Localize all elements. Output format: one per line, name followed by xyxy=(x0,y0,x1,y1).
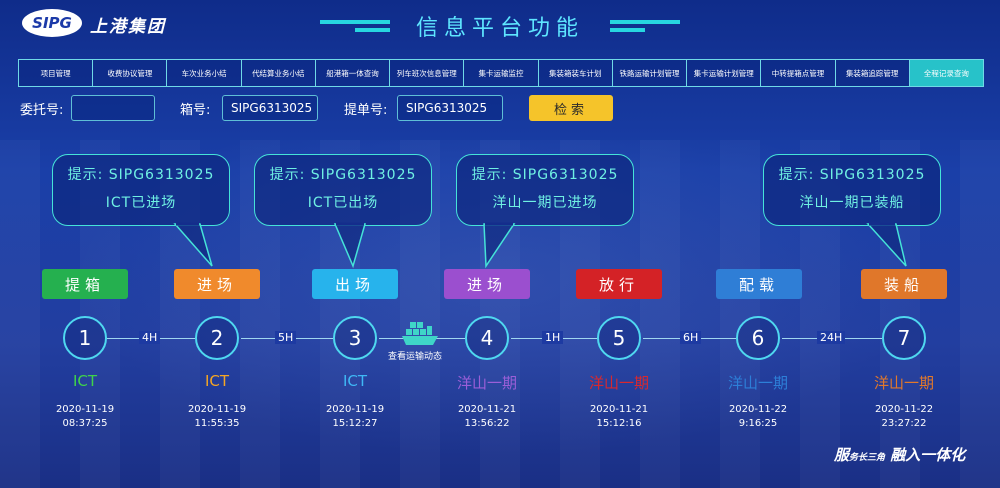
bill-number-input[interactable]: SIPG6313025 xyxy=(397,95,503,121)
tip-status: 洋山一期已装船 xyxy=(799,195,905,211)
step-timestamp: 2020-11-19 11:55:35 xyxy=(157,403,277,431)
tip-bubble: 提示: SIPG6313025 ICT已出场 xyxy=(254,154,432,226)
step-date: 2020-11-22 xyxy=(728,404,788,415)
nav-item-project[interactable]: 项目管理 xyxy=(19,60,94,86)
sipg-logo: SIPG xyxy=(22,9,82,37)
step-circle[interactable]: 5 xyxy=(597,316,641,360)
tip-line: 提示: SIPG6313025 xyxy=(67,167,215,183)
logo-abbr: SIPG xyxy=(32,14,72,32)
nav-item-train-schedule[interactable]: 列车班次信息管理 xyxy=(390,60,465,86)
step-time: 9:16:25 xyxy=(738,418,778,429)
step-location: 洋山一期 xyxy=(588,374,649,392)
entrust-label: 委托号: xyxy=(20,103,64,118)
nav-item-truck-monitor[interactable]: 集卡运输监控 xyxy=(464,60,539,86)
slogan: 服务长三角 融入一体化 xyxy=(834,444,965,465)
stage-gate-in[interactable]: 进场 xyxy=(174,269,260,299)
tip-bubble: 提示: SIPG6313025 洋山一期已装船 xyxy=(763,154,941,226)
step-timestamp: 2020-11-19 08:37:25 xyxy=(25,403,145,431)
step-date: 2020-11-19 xyxy=(55,404,115,415)
step-location: ICT xyxy=(342,372,368,390)
nav-item-settlement-summary[interactable]: 代结算业务小结 xyxy=(242,60,316,86)
step-circle[interactable]: 6 xyxy=(736,316,780,360)
nav-item-ship-port-query[interactable]: 船港箱一体查询 xyxy=(316,60,391,86)
ship-icon[interactable] xyxy=(402,320,438,346)
title-decoration-left xyxy=(320,20,390,32)
stage-pickup[interactable]: 提箱 xyxy=(42,269,128,299)
step-time: 23:27:22 xyxy=(881,418,927,429)
slogan-part: 融入一体化 xyxy=(890,446,966,464)
stage-stowage[interactable]: 配载 xyxy=(716,269,802,299)
tip-status: ICT已出场 xyxy=(307,195,379,211)
step-date: 2020-11-19 xyxy=(187,404,247,415)
tip-status: ICT已进场 xyxy=(105,195,177,211)
slogan-part: 务长三角 xyxy=(849,453,886,463)
tip-line: 提示: SIPG6313025 xyxy=(778,167,926,183)
nav-item-rail-plan[interactable]: 铁路运输计划管理 xyxy=(613,60,688,86)
slogan-part: 服 xyxy=(834,446,850,464)
step-time: 15:12:27 xyxy=(332,418,378,429)
nav-item-truck-plan[interactable]: 集卡运输计划管理 xyxy=(687,60,762,86)
duration-label: 5H xyxy=(275,331,297,344)
tip-line: 提示: SIPG6313025 xyxy=(269,167,417,183)
nav-item-fee-agreement[interactable]: 收费协议管理 xyxy=(93,60,168,86)
tip-bubble: 提示: SIPG6313025 洋山一期已进场 xyxy=(456,154,634,226)
box-number-label: 箱号: xyxy=(180,103,211,118)
tip-tail xyxy=(483,222,516,269)
search-button[interactable]: 检索 xyxy=(529,95,613,121)
tip-line: 提示: SIPG6313025 xyxy=(471,167,619,183)
step-time: 11:55:35 xyxy=(194,418,240,429)
duration-label: 24H xyxy=(817,331,846,344)
entrust-input[interactable] xyxy=(71,95,155,121)
duration-label: 1H xyxy=(542,331,564,344)
top-nav: 项目管理 收费协议管理 车次业务小结 代结算业务小结 船港箱一体查询 列车班次信… xyxy=(18,59,984,87)
duration-label: 4H xyxy=(139,331,161,344)
tip-tail xyxy=(866,222,907,267)
title-decoration-right xyxy=(610,20,680,32)
stage-gate-in-yangshan[interactable]: 进场 xyxy=(444,269,530,299)
step-location: 洋山一期 xyxy=(456,374,517,392)
tip-tail xyxy=(173,222,213,267)
step-circle[interactable]: 4 xyxy=(465,316,509,360)
step-date: 2020-11-19 xyxy=(325,404,385,415)
logo-name: 上港集团 xyxy=(90,17,166,37)
transport-status-link[interactable]: 查看运输动态 xyxy=(388,352,443,362)
step-date: 2020-11-22 xyxy=(874,404,934,415)
step-location: 洋山一期 xyxy=(727,374,788,392)
step-timestamp: 2020-11-22 9:16:25 xyxy=(698,403,818,431)
step-time: 08:37:25 xyxy=(62,418,108,429)
nav-item-container-tracking[interactable]: 集装箱追踪管理 xyxy=(836,60,910,86)
tip-bubble: 提示: SIPG6313025 ICT已进场 xyxy=(52,154,230,226)
duration-label: 6H xyxy=(680,331,702,344)
stage-release[interactable]: 放行 xyxy=(576,269,662,299)
step-date: 2020-11-21 xyxy=(457,404,517,415)
step-circle[interactable]: 7 xyxy=(882,316,926,360)
nav-item-transfer-point[interactable]: 中转提箱点管理 xyxy=(761,60,836,86)
step-location: ICT xyxy=(72,372,98,390)
nav-item-loading-plan[interactable]: 集装箱装车计划 xyxy=(539,60,613,86)
step-date: 2020-11-21 xyxy=(589,404,649,415)
step-location: ICT xyxy=(204,372,230,390)
step-circle[interactable]: 1 xyxy=(63,316,107,360)
step-circle[interactable]: 2 xyxy=(195,316,239,360)
tip-status: 洋山一期已进场 xyxy=(492,195,598,211)
nav-item-full-record[interactable]: 全程记录查询 xyxy=(909,60,984,86)
bill-number-label: 提单号: xyxy=(344,103,388,118)
step-timestamp: 2020-11-19 15:12:27 xyxy=(295,403,415,431)
step-timestamp: 2020-11-21 15:12:16 xyxy=(559,403,679,431)
tip-tail xyxy=(333,222,366,269)
page-title: 信息平台功能 xyxy=(415,16,584,41)
step-time: 13:56:22 xyxy=(464,418,510,429)
step-location: 洋山一期 xyxy=(873,374,934,392)
stage-gate-out[interactable]: 出场 xyxy=(312,269,398,299)
nav-item-trip-summary[interactable]: 车次业务小结 xyxy=(167,60,242,86)
step-timestamp: 2020-11-21 13:56:22 xyxy=(427,403,547,431)
step-time: 15:12:16 xyxy=(596,418,642,429)
step-timestamp: 2020-11-22 23:27:22 xyxy=(844,403,964,431)
stage-loading[interactable]: 装船 xyxy=(861,269,947,299)
step-circle[interactable]: 3 xyxy=(333,316,377,360)
box-number-input[interactable]: SIPG6313025 xyxy=(222,95,318,121)
